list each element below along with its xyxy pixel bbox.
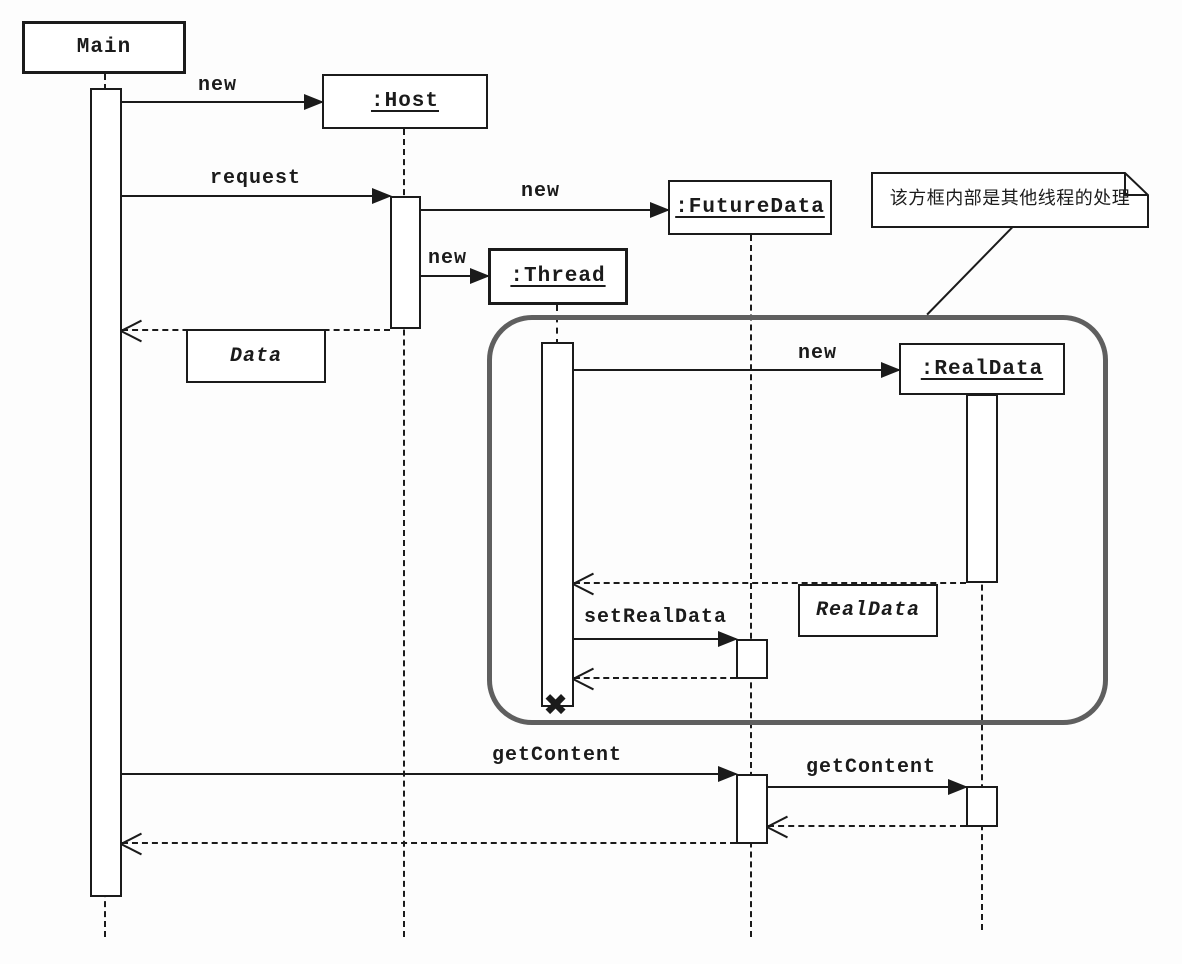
thread-lifeline bbox=[556, 305, 558, 345]
message-new-realdata-label: new bbox=[798, 342, 838, 365]
message-request-label: request bbox=[210, 167, 302, 190]
message-new-thread-label: new bbox=[428, 247, 468, 270]
return-getcontent-main-arrow bbox=[122, 842, 736, 844]
host-lifeline bbox=[403, 129, 405, 937]
message-getcontent-future-label: getContent bbox=[806, 756, 937, 779]
host-object-box: :Host bbox=[322, 74, 488, 129]
arrowhead-icon bbox=[881, 362, 901, 378]
note-outline bbox=[871, 172, 1149, 228]
arrowhead-icon bbox=[718, 766, 738, 782]
message-setrealdata-arrow bbox=[574, 631, 738, 647]
arrowhead-icon bbox=[948, 779, 968, 795]
return-realdata-label-box: RealData bbox=[798, 584, 938, 637]
message-request-arrow bbox=[122, 188, 392, 204]
message-getcontent-main-label: getContent bbox=[492, 744, 623, 767]
return-data-label: Data bbox=[229, 344, 282, 368]
note-box: 该方框内部是其他线程的处理 bbox=[871, 172, 1149, 228]
message-new-thread-arrow bbox=[421, 268, 490, 284]
futuredata-activation-setrealdata bbox=[736, 639, 768, 679]
thread-object-label: :Thread bbox=[510, 265, 606, 288]
note-connector-line bbox=[926, 226, 1013, 316]
arrowhead-icon bbox=[304, 94, 324, 110]
return-data-label-box: Data bbox=[186, 329, 326, 383]
thread-end-x-icon: ✖ bbox=[543, 688, 569, 723]
host-object-label: :Host bbox=[370, 90, 439, 113]
realdata-lifeline bbox=[981, 395, 983, 930]
return-realdata-arrow bbox=[574, 582, 966, 584]
message-new-host-arrow bbox=[122, 94, 324, 110]
message-getcontent-future-arrow bbox=[768, 779, 968, 795]
host-activation bbox=[390, 196, 421, 329]
futuredata-object-label: :FutureData bbox=[675, 196, 825, 219]
message-new-realdata-arrow bbox=[574, 362, 901, 378]
realdata-activation-new bbox=[966, 394, 998, 583]
message-new-host-label: new bbox=[198, 74, 238, 97]
arrowhead-icon bbox=[470, 268, 490, 284]
return-realdata-label: RealData bbox=[815, 599, 920, 622]
futuredata-object-box: :FutureData bbox=[668, 180, 832, 235]
main-activation bbox=[90, 88, 122, 897]
thread-activation bbox=[541, 342, 574, 707]
futuredata-activation-getcontent bbox=[736, 774, 768, 844]
return-getcontent-future-arrow bbox=[768, 825, 966, 827]
return-setrealdata-arrow bbox=[574, 677, 736, 679]
arrowhead-icon bbox=[718, 631, 738, 647]
message-new-futuredata-arrow bbox=[421, 202, 670, 218]
realdata-object-label: :RealData bbox=[920, 357, 1044, 381]
message-new-futuredata-label: new bbox=[521, 180, 561, 203]
main-object-label: Main bbox=[76, 36, 132, 59]
thread-object-box: :Thread bbox=[488, 248, 628, 305]
futuredata-lifeline bbox=[750, 235, 752, 937]
realdata-activation-getcontent bbox=[966, 786, 998, 827]
message-getcontent-main-arrow bbox=[122, 766, 738, 782]
arrowhead-icon bbox=[372, 188, 392, 204]
message-setrealdata-label: setRealData bbox=[584, 606, 728, 629]
realdata-object-box: :RealData bbox=[899, 343, 1065, 395]
arrowhead-icon bbox=[650, 202, 670, 218]
note-text: 该方框内部是其他线程的处理 bbox=[889, 188, 1131, 209]
main-object-box: Main bbox=[22, 21, 186, 74]
other-thread-frame bbox=[487, 315, 1108, 725]
